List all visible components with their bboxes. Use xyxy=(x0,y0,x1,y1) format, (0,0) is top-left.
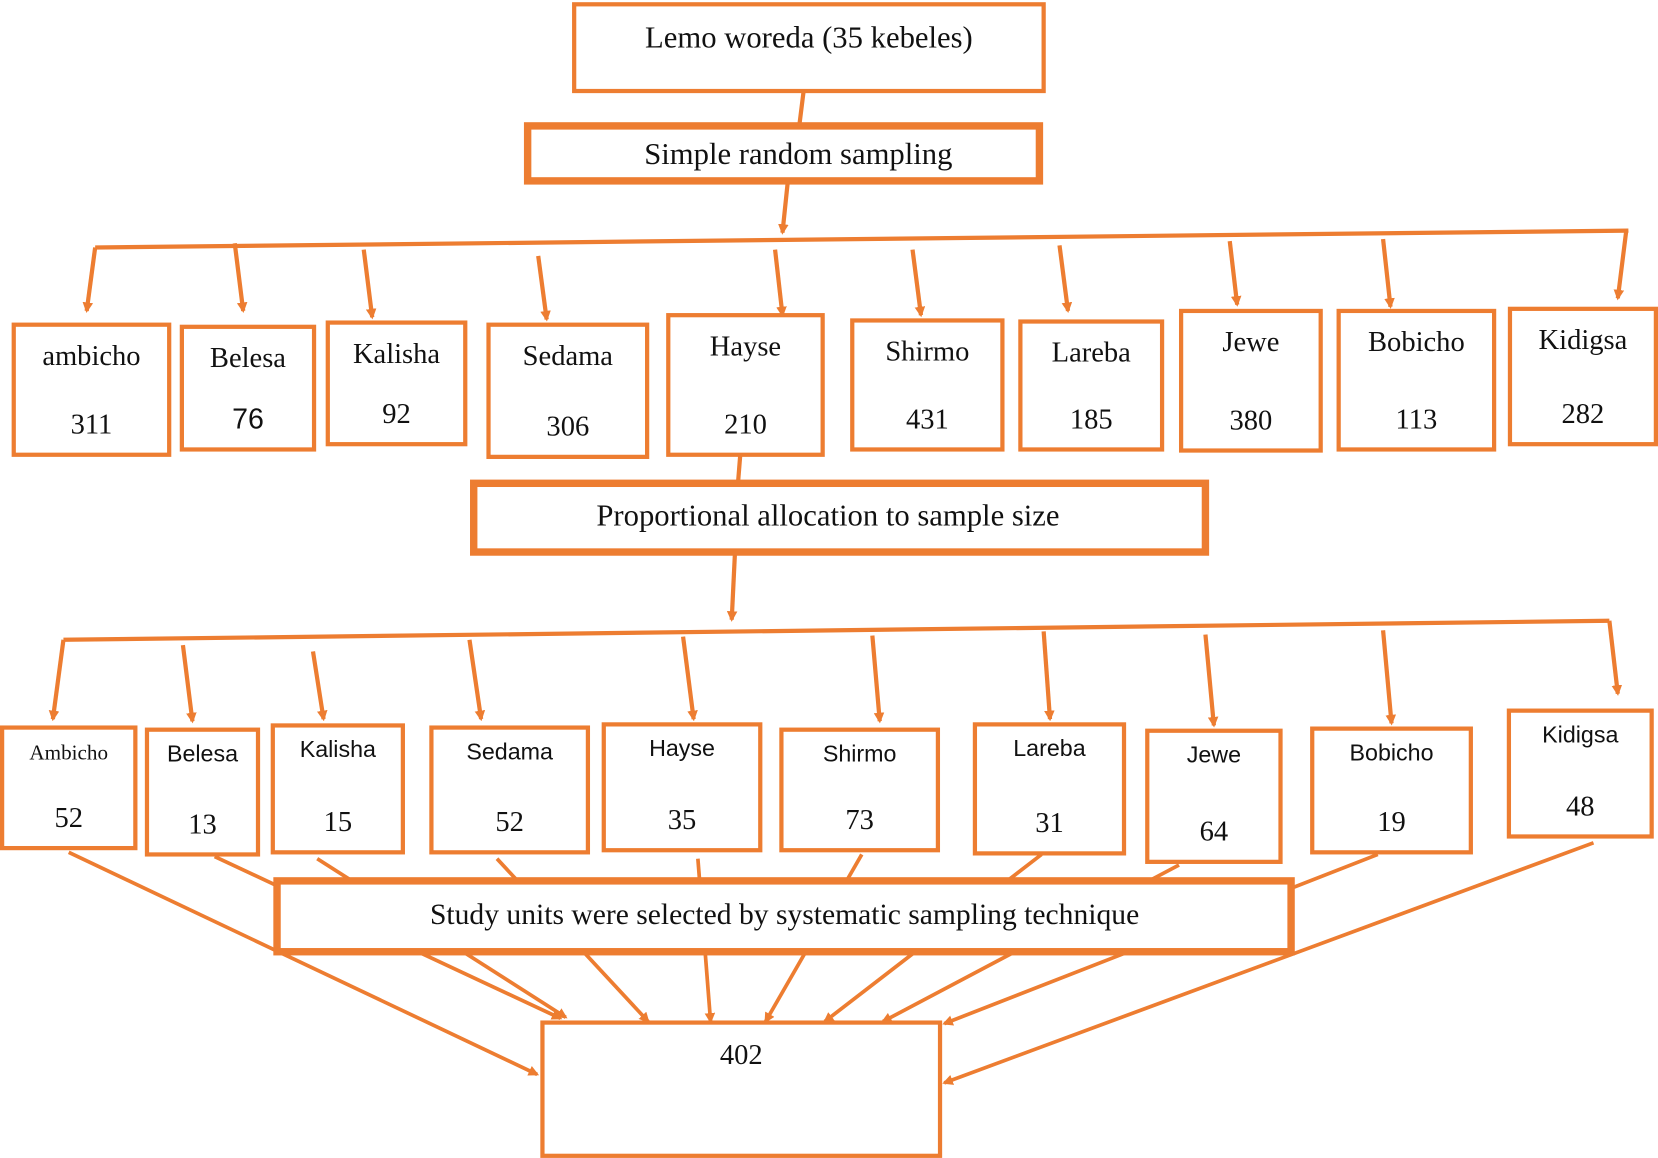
arrow xyxy=(48,639,66,722)
branch-line xyxy=(95,228,1629,250)
arrow xyxy=(1380,238,1395,309)
arrow xyxy=(1227,240,1242,307)
kebele-name: Hayse xyxy=(710,331,781,362)
sample-size: 15 xyxy=(324,807,353,838)
arrow xyxy=(1380,630,1397,726)
kebele-box: Lareba 185 xyxy=(1018,319,1165,452)
total-box: 402 xyxy=(540,1020,943,1158)
kebele-name: Kalisha xyxy=(353,339,440,370)
sample-box: Kidigsa 48 xyxy=(1506,708,1654,839)
sample-size: 19 xyxy=(1377,807,1406,838)
arrow xyxy=(536,255,551,322)
sample-size: 64 xyxy=(1200,817,1229,848)
simple-random-sampling-box: Simple random sampling xyxy=(523,122,1044,185)
sample-name: Lareba xyxy=(1013,735,1085,761)
sample-box: Shirmo 73 xyxy=(779,727,941,853)
woreda-box: Lemo woreda (35 kebeles) xyxy=(572,2,1046,94)
kebele-name: Belesa xyxy=(210,343,286,374)
kebele-box: Jewe 380 xyxy=(1178,308,1323,453)
kebele-box: Hayse 210 xyxy=(666,313,825,457)
arrow xyxy=(772,249,787,318)
kebele-box: Kidigsa 282 xyxy=(1507,306,1658,447)
kebele-name: Jewe xyxy=(1222,327,1279,358)
kebele-population: 380 xyxy=(1230,405,1273,436)
connector-line xyxy=(797,90,806,126)
kebele-population: 306 xyxy=(546,412,589,443)
sample-box: Bobicho 19 xyxy=(1310,726,1473,855)
sample-box: Ambicho 52 xyxy=(0,725,138,851)
kebele-name: Bobicho xyxy=(1368,327,1465,358)
kebele-box: Shirmo 431 xyxy=(850,318,1005,452)
sample-box: Sedama 52 xyxy=(429,725,591,855)
kebele-population: 431 xyxy=(906,404,949,435)
sample-name: Hayse xyxy=(649,735,715,761)
kebele-box: Belesa 76 xyxy=(179,324,317,452)
arrow xyxy=(232,243,248,314)
kebele-box: Sedama 306 xyxy=(486,322,650,459)
arrow xyxy=(1613,230,1629,301)
kebele-name: Lareba xyxy=(1052,338,1132,369)
sample-name: Jewe xyxy=(1187,741,1241,767)
kebele-name: Kidigsa xyxy=(1539,325,1628,356)
sample-name: Ambicho xyxy=(29,740,108,764)
systematic-sampling-box: Study units were selected by systematic … xyxy=(273,877,1295,956)
kebele-name: Sedama xyxy=(523,341,614,372)
total-sample-size: 402 xyxy=(720,1040,763,1071)
step1-label: Simple random sampling xyxy=(644,137,952,171)
kebele-name: ambicho xyxy=(42,341,140,372)
kebele-population: 282 xyxy=(1562,399,1605,430)
sample-size: 35 xyxy=(668,805,697,836)
sample-size: 48 xyxy=(1566,791,1595,822)
kebele-population: 311 xyxy=(71,410,113,441)
kebele-box: Bobicho 113 xyxy=(1336,308,1497,452)
arrow xyxy=(1041,631,1055,722)
arrow xyxy=(910,249,926,318)
arrow xyxy=(680,636,698,722)
kebele-box: ambicho 311 xyxy=(11,322,172,457)
sample-box: Belesa 13 xyxy=(144,727,261,857)
sample-box: Lareba 31 xyxy=(972,722,1127,856)
kebele-population: 210 xyxy=(724,410,767,441)
arrow-to-total xyxy=(67,850,540,1077)
arrow-to-total xyxy=(942,841,1595,1085)
kebele-population: 76 xyxy=(232,403,264,435)
sample-name: Sedama xyxy=(466,738,553,764)
arrow xyxy=(1203,634,1219,728)
sample-name: Kalisha xyxy=(300,736,376,762)
arrow xyxy=(82,247,98,314)
kebele-population: 113 xyxy=(1396,404,1438,435)
arrow xyxy=(870,635,885,724)
arrow xyxy=(1057,245,1073,314)
sample-box: Jewe 64 xyxy=(1145,728,1283,864)
sample-size: 52 xyxy=(54,803,83,834)
sample-size: 73 xyxy=(845,805,874,836)
sample-size: 31 xyxy=(1035,808,1064,839)
arrow xyxy=(1607,620,1623,696)
arrow xyxy=(180,644,197,724)
proportional-allocation-box: Proportional allocation to sample size xyxy=(470,479,1210,556)
sample-name: Belesa xyxy=(167,740,238,766)
arrow xyxy=(361,249,377,320)
kebele-population: 92 xyxy=(382,399,411,430)
connector-line xyxy=(735,455,743,483)
branch-line xyxy=(63,618,1610,642)
sample-name: Kidigsa xyxy=(1542,721,1618,747)
arrow xyxy=(310,651,328,722)
sample-size: 52 xyxy=(495,807,524,838)
arrow xyxy=(467,639,486,722)
step2-label: Proportional allocation to sample size xyxy=(596,499,1059,533)
arrow xyxy=(726,554,738,622)
woreda-label: Lemo woreda (35 kebeles) xyxy=(645,21,973,55)
sample-name: Bobicho xyxy=(1350,739,1434,765)
sample-name: Shirmo xyxy=(823,740,897,766)
sample-size: 13 xyxy=(188,809,217,840)
sample-box: Hayse 35 xyxy=(601,722,763,853)
arrow xyxy=(778,181,790,235)
kebele-population: 185 xyxy=(1070,404,1113,435)
sample-box: Kalisha 15 xyxy=(270,723,405,855)
kebele-box: Kalisha 92 xyxy=(325,320,468,447)
step3-label: Study units were selected by systematic … xyxy=(430,899,1139,931)
kebele-name: Shirmo xyxy=(885,337,969,368)
